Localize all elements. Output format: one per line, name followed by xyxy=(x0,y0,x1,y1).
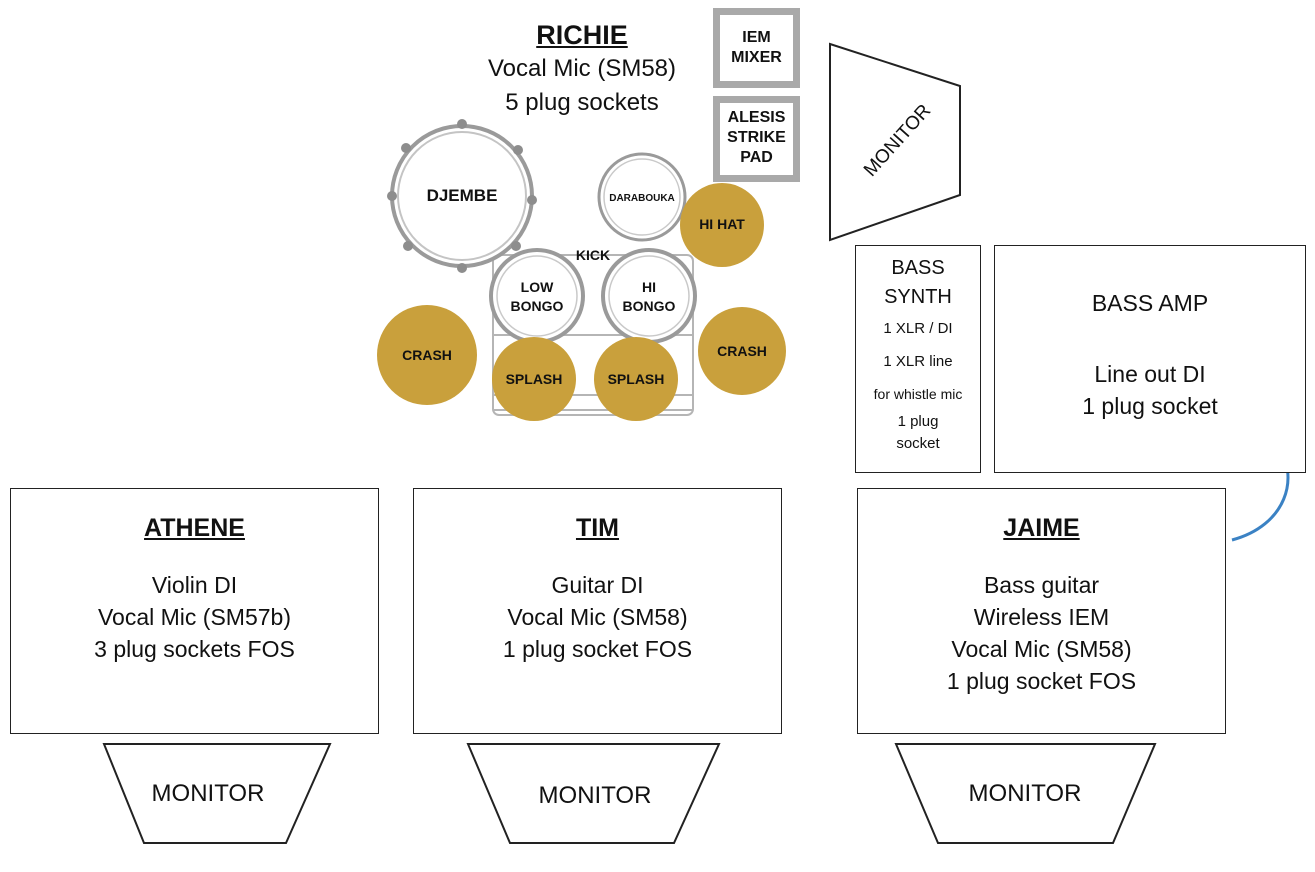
bass-synth-line-7: socket xyxy=(896,435,940,452)
athene-box: ATHENE Violin DI Vocal Mic (SM57b) 3 plu… xyxy=(10,488,379,734)
crash-cymbal-right xyxy=(698,307,786,395)
bass-synth-line-6: 1 plug xyxy=(897,413,939,430)
jaime-line-3: Vocal Mic (SM58) xyxy=(951,636,1132,662)
crash-left-label: CRASH xyxy=(402,347,452,363)
kick-label: KICK xyxy=(575,247,611,263)
splash-left-label: SPLASH xyxy=(505,371,563,387)
bass-synth-line-2: SYNTH xyxy=(884,286,952,308)
bass-amp-title: BASS AMP xyxy=(1091,290,1209,316)
tim-name: TIM xyxy=(575,514,620,542)
low-bongo-drum xyxy=(489,248,585,344)
bass-synth-box: BASS SYNTH 1 XLR / DI 1 XLR line for whi… xyxy=(855,245,981,473)
alesis-line-3: PAD xyxy=(740,149,773,166)
jaime-line-2: Wireless IEM xyxy=(973,604,1110,630)
tim-line-2: Vocal Mic (SM58) xyxy=(507,604,688,630)
tim-line-3: 1 plug socket FOS xyxy=(502,636,693,662)
jaime-line-4: 1 plug socket FOS xyxy=(946,668,1137,694)
crash-cymbal-left xyxy=(377,305,477,405)
athene-spacer xyxy=(11,545,378,569)
low-bongo-line-1: LOW xyxy=(520,279,554,295)
darabouka-drum xyxy=(597,152,687,242)
richie-name: RICHIE xyxy=(536,20,628,50)
darabouka-label: DARABOUKA xyxy=(609,193,675,204)
jaime-box: JAIME Bass guitar Wireless IEM Vocal Mic… xyxy=(857,488,1226,734)
front-monitor-wedge-3 xyxy=(894,743,1157,844)
athene-name: ATHENE xyxy=(144,514,245,542)
hi-hat-label: HI HAT xyxy=(699,216,745,232)
splash-right-label: SPLASH xyxy=(607,371,665,387)
front-monitor-label-2: MONITOR xyxy=(538,782,652,809)
low-bongo-label: LOW BONGO xyxy=(497,278,577,316)
tim-spacer xyxy=(414,545,781,569)
hi-bongo-line-1: HI xyxy=(642,279,656,295)
front-monitor-wedge-1 xyxy=(102,743,332,844)
djembe-label: DJEMBE xyxy=(426,186,498,205)
front-monitor-wedge-2 xyxy=(466,743,721,844)
splash-cymbal-left xyxy=(492,337,576,421)
alesis-line-1: ALESIS xyxy=(727,109,786,126)
athene-line-2: Vocal Mic (SM57b) xyxy=(97,604,291,630)
alesis-strike-pad-box: ALESIS STRIKE PAD xyxy=(713,96,800,182)
iem-mixer-box: IEM MIXER xyxy=(713,8,800,88)
bass-synth-line-5: for whistle mic xyxy=(873,386,963,402)
bass-amp-spacer xyxy=(995,320,1305,358)
tim-box: TIM Guitar DI Vocal Mic (SM58) 1 plug so… xyxy=(413,488,782,734)
tim-line-1: Guitar DI xyxy=(551,572,644,598)
hi-bongo-line-2: BONGO xyxy=(622,298,676,314)
front-monitor-label-3: MONITOR xyxy=(968,780,1082,807)
jaime-line-1: Bass guitar xyxy=(983,572,1100,598)
bass-amp-box: BASS AMP Line out DI 1 plug socket xyxy=(994,245,1306,473)
richie-line-1: Vocal Mic (SM58) xyxy=(487,55,677,82)
bass-amp-line-2: 1 plug socket xyxy=(1082,393,1218,419)
richie-label-group: RICHIE Vocal Mic (SM58) 5 plug sockets xyxy=(452,18,712,120)
alesis-line-2: STRIKE xyxy=(727,129,786,146)
low-bongo-line-2: BONGO xyxy=(510,298,564,314)
splash-cymbal-right xyxy=(594,337,678,421)
crash-right-label: CRASH xyxy=(717,343,767,359)
bass-synth-line-4: 1 XLR line xyxy=(883,353,953,370)
iem-mixer-line-2: MIXER xyxy=(731,49,782,66)
athene-line-3: 3 plug sockets FOS xyxy=(94,636,295,662)
front-monitor-label-1: MONITOR xyxy=(151,780,265,807)
hi-hat-cymbal xyxy=(680,183,764,267)
bass-amp-line-1: Line out DI xyxy=(1094,361,1206,387)
athene-line-1: Violin DI xyxy=(151,572,238,598)
jaime-spacer xyxy=(858,545,1225,569)
iem-mixer-line-1: IEM xyxy=(742,29,771,46)
hi-bongo-label: HI BONGO xyxy=(609,278,689,316)
richie-line-2: 5 plug sockets xyxy=(505,89,659,116)
side-monitor-wedge xyxy=(829,42,961,242)
bass-synth-line-3: 1 XLR / DI xyxy=(883,320,953,337)
djembe-drum xyxy=(387,119,537,273)
bass-synth-line-1: BASS xyxy=(891,257,945,279)
jaime-name: JAIME xyxy=(1003,514,1080,542)
